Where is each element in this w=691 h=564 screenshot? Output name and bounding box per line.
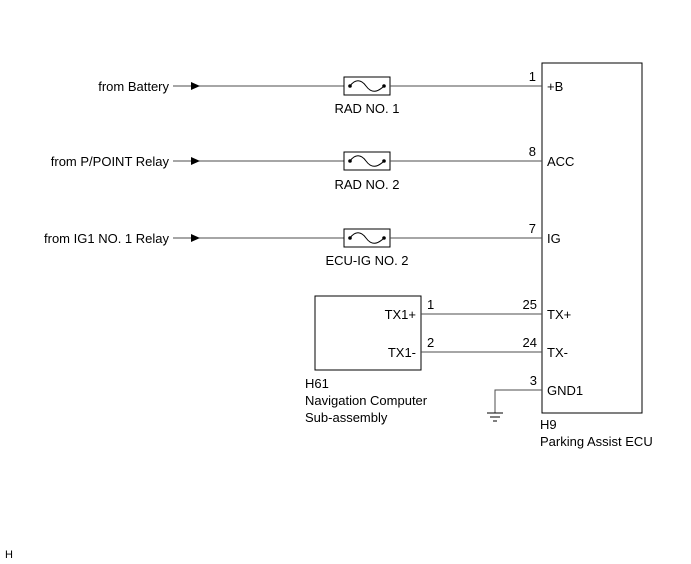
circuit-row-ig1: from IG1 NO. 1 Relay ECU-IG NO. 2 7 IG	[44, 221, 561, 268]
ecu-pin-name-ig: IG	[547, 231, 561, 246]
circuit-row-ground: 3 GND1	[487, 373, 583, 422]
source-label-ig1-relay: from IG1 NO. 1 Relay	[44, 231, 169, 246]
corner-mark: H	[5, 549, 13, 561]
fuse-label-ecu-ig-no2: ECU-IG NO. 2	[325, 253, 408, 268]
ground-icon	[487, 412, 503, 422]
nav-pin-number-1: 1	[427, 297, 434, 312]
source-label-battery: from Battery	[98, 79, 169, 94]
ecu-pin-number-1: 1	[529, 69, 536, 84]
ecu-pin-number-8: 8	[529, 144, 536, 159]
ecu-pin-number-3: 3	[530, 373, 537, 388]
ecu-pin-name-tx-plus: TX+	[547, 307, 571, 322]
parking-assist-ecu-box	[541, 62, 643, 414]
navigation-computer-box	[314, 295, 422, 371]
circuit-row-ppoint: from P/POINT Relay RAD NO. 2 8 ACC	[51, 144, 575, 192]
ecu-pin-number-24: 24	[523, 335, 537, 350]
ecu-pin-name-acc: ACC	[547, 154, 574, 169]
fuse-label-rad-no2: RAD NO. 2	[334, 177, 399, 192]
nav-name-line2: Sub-assembly	[305, 410, 388, 425]
nav-pin-number-2: 2	[427, 335, 434, 350]
nav-connector-code: H61	[305, 376, 329, 391]
ecu-name: Parking Assist ECU	[540, 434, 653, 449]
nav-pin-name-tx1-plus: TX1+	[385, 307, 416, 322]
arrow-icon	[191, 82, 200, 90]
ecu-connector-code: H9	[540, 417, 557, 432]
ecu-pin-name-gnd1: GND1	[547, 383, 583, 398]
circuit-row-tx-plus: TX1+ 1 25 TX+	[385, 297, 572, 322]
ecu-pin-name-b: +B	[547, 79, 563, 94]
nav-pin-name-tx1-minus: TX1-	[388, 345, 416, 360]
nav-name-line1: Navigation Computer	[305, 393, 428, 408]
ecu-pin-number-25: 25	[523, 297, 537, 312]
circuit-row-tx-minus: TX1- 2 24 TX-	[388, 335, 568, 360]
fuse-label-rad-no1: RAD NO. 1	[334, 101, 399, 116]
source-label-ppoint-relay: from P/POINT Relay	[51, 154, 170, 169]
ecu-pin-number-7: 7	[529, 221, 536, 236]
circuit-row-battery: from Battery RAD NO. 1 1 +B	[98, 69, 563, 116]
ecu-pin-name-tx-minus: TX-	[547, 345, 568, 360]
arrow-icon	[191, 157, 200, 165]
arrow-icon	[191, 234, 200, 242]
